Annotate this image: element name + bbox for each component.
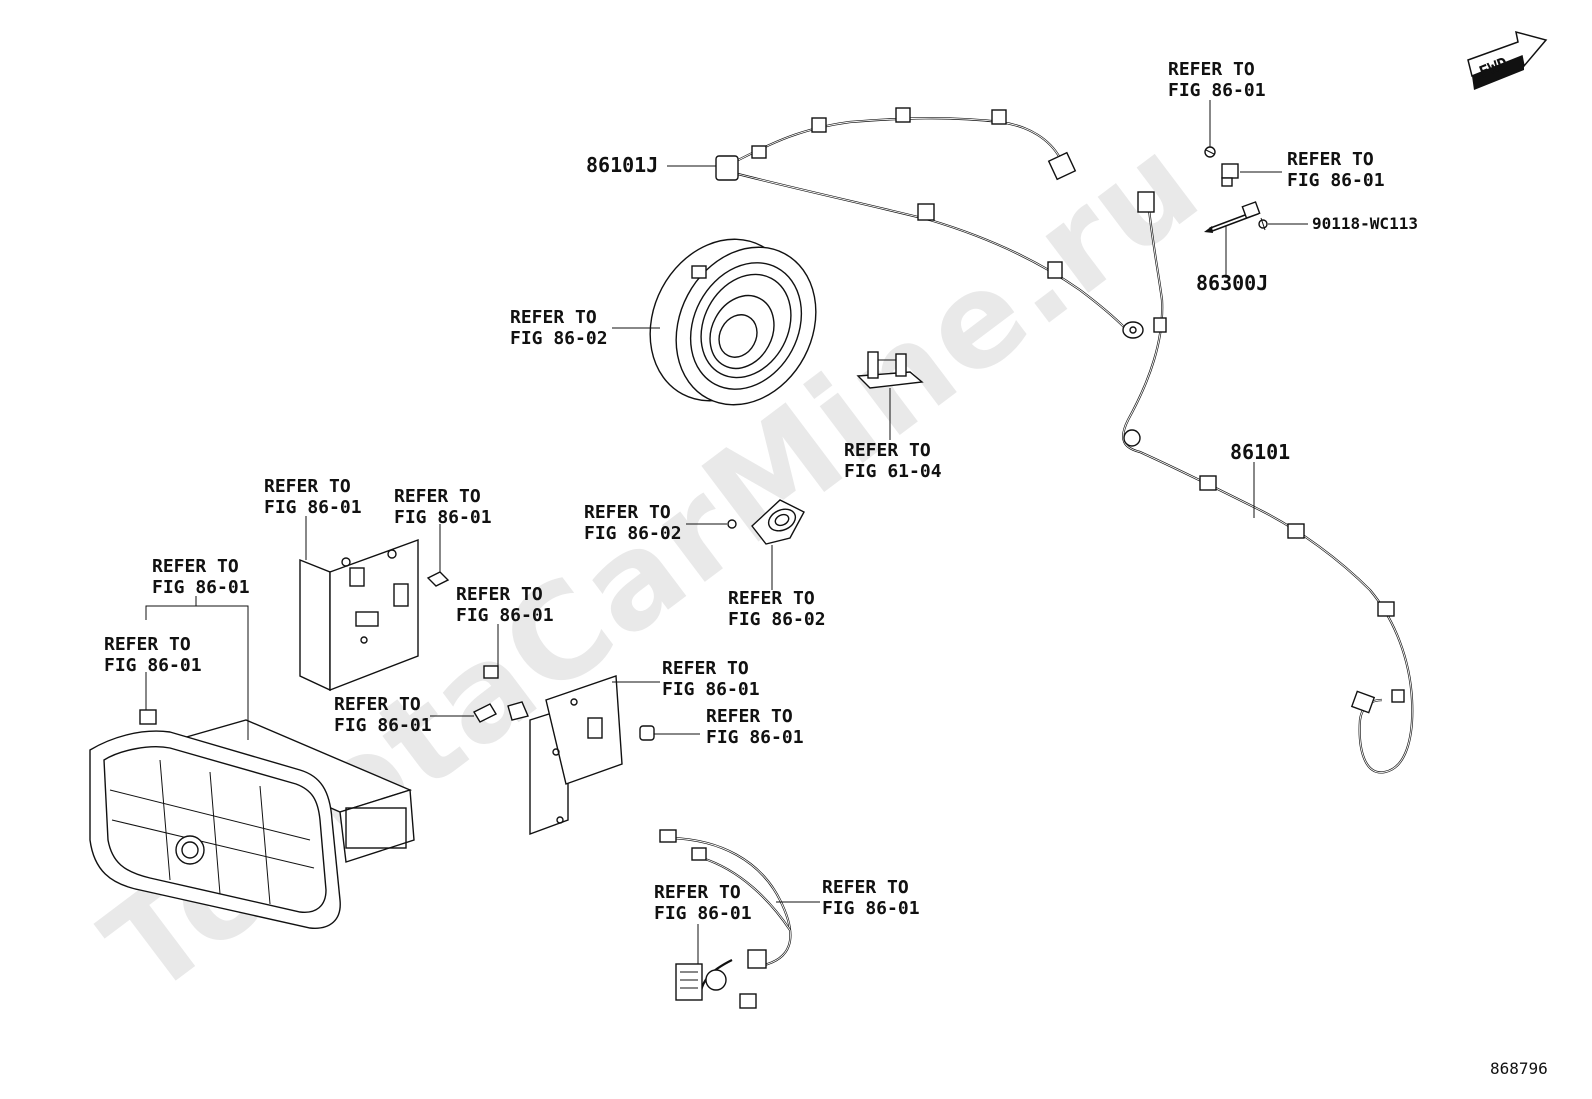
screw-bracket-left — [426, 571, 450, 587]
label-ref-bracket-center: REFER TO FIG 61-04 — [844, 440, 942, 482]
fwd-arrow-icon: FWD — [1467, 30, 1548, 90]
screw-left — [473, 703, 497, 723]
label-ref-harness-b: REFER TO FIG 86-01 — [822, 877, 920, 919]
svg-text:REFER TO: REFER TO — [728, 588, 815, 609]
svg-text:FIG 86-01: FIG 86-01 — [456, 605, 554, 626]
clip-top-right — [1221, 163, 1239, 187]
label-ref-harness-a: REFER TO FIG 86-01 — [654, 882, 752, 924]
svg-text:FIG 86-01: FIG 86-01 — [1168, 80, 1266, 101]
label-ref-bracket-right: REFER TO FIG 86-01 — [662, 658, 760, 700]
svg-text:FIG 86-01: FIG 86-01 — [264, 497, 362, 518]
spacer — [639, 725, 655, 741]
label-part-86101j: 86101J — [586, 153, 658, 177]
svg-text:REFER TO: REFER TO — [152, 556, 239, 577]
svg-text:REFER TO: REFER TO — [1168, 59, 1255, 80]
speaker — [649, 238, 817, 406]
nut-small — [483, 665, 499, 679]
svg-text:REFER TO: REFER TO — [394, 486, 481, 507]
label-part-90118: 90118-WC113 — [1312, 214, 1418, 233]
bracket-right-lower — [507, 675, 623, 836]
harness-86101j — [715, 107, 1144, 339]
label-part-86300j: 86300J — [1196, 271, 1268, 295]
clip-left — [139, 709, 157, 725]
label-ref-top-right-1: REFER TO FIG 86-01 — [1168, 59, 1266, 101]
label-ref-tweeter: REFER TO FIG 86-02 — [728, 588, 826, 630]
svg-text:REFER TO: REFER TO — [706, 706, 793, 727]
svg-text:FIG 86-01: FIG 86-01 — [152, 577, 250, 598]
svg-text:FIG 86-01: FIG 86-01 — [394, 507, 492, 528]
bracket-left-upper — [299, 539, 419, 692]
svg-text:FIG 86-02: FIG 86-02 — [584, 523, 682, 544]
svg-text:FIG 86-02: FIG 86-02 — [510, 328, 608, 349]
antenna-element-86300j — [1204, 201, 1261, 233]
label-ref-head-unit: REFER TO FIG 86-01 — [152, 556, 250, 598]
svg-text:FIG 61-04: FIG 61-04 — [844, 461, 942, 482]
svg-text:REFER TO: REFER TO — [104, 634, 191, 655]
svg-text:REFER TO: REFER TO — [844, 440, 931, 461]
label-ref-top-right-2: REFER TO FIG 86-01 — [1287, 149, 1385, 191]
label-ref-clip-left: REFER TO FIG 86-01 — [104, 634, 202, 676]
harness-86101 — [1122, 191, 1414, 774]
svg-text:FIG 86-01: FIG 86-01 — [706, 727, 804, 748]
bracket-center — [856, 351, 924, 389]
label-part-86101: 86101 — [1230, 440, 1290, 464]
label-ref-bracket-left-b: REFER TO FIG 86-01 — [394, 486, 492, 528]
svg-text:REFER TO: REFER TO — [822, 877, 909, 898]
svg-text:FIG 86-01: FIG 86-01 — [104, 655, 202, 676]
label-ref-screw-left: REFER TO FIG 86-01 — [334, 694, 432, 736]
svg-text:FIG 86-02: FIG 86-02 — [728, 609, 826, 630]
svg-text:FIG 86-01: FIG 86-01 — [822, 898, 920, 919]
label-ref-bracket-left-a: REFER TO FIG 86-01 — [264, 476, 362, 518]
screw-90118 — [1258, 217, 1268, 231]
svg-text:REFER TO: REFER TO — [654, 882, 741, 903]
svg-text:REFER TO: REFER TO — [264, 476, 351, 497]
svg-text:REFER TO: REFER TO — [662, 658, 749, 679]
svg-text:FIG 86-01: FIG 86-01 — [662, 679, 760, 700]
head-unit — [89, 719, 415, 929]
tweeter — [751, 499, 805, 545]
label-ref-spacer: REFER TO FIG 86-01 — [706, 706, 804, 748]
label-ref-nut: REFER TO FIG 86-01 — [456, 584, 554, 626]
svg-text:REFER TO: REFER TO — [334, 694, 421, 715]
screw-small-top — [1204, 146, 1216, 158]
harness-bottom — [659, 829, 792, 1009]
tweeter-screw — [727, 519, 737, 529]
svg-text:REFER TO: REFER TO — [1287, 149, 1374, 170]
label-ref-tweeter-screw: REFER TO FIG 86-02 — [584, 502, 682, 544]
svg-text:FIG 86-01: FIG 86-01 — [654, 903, 752, 924]
svg-text:FIG 86-01: FIG 86-01 — [334, 715, 432, 736]
svg-text:REFER TO: REFER TO — [510, 307, 597, 328]
svg-text:REFER TO: REFER TO — [584, 502, 671, 523]
label-ref-speaker: REFER TO FIG 86-02 — [510, 307, 608, 349]
svg-text:FIG 86-01: FIG 86-01 — [1287, 170, 1385, 191]
svg-text:REFER TO: REFER TO — [456, 584, 543, 605]
diagram-id: 868796 — [1490, 1059, 1548, 1078]
